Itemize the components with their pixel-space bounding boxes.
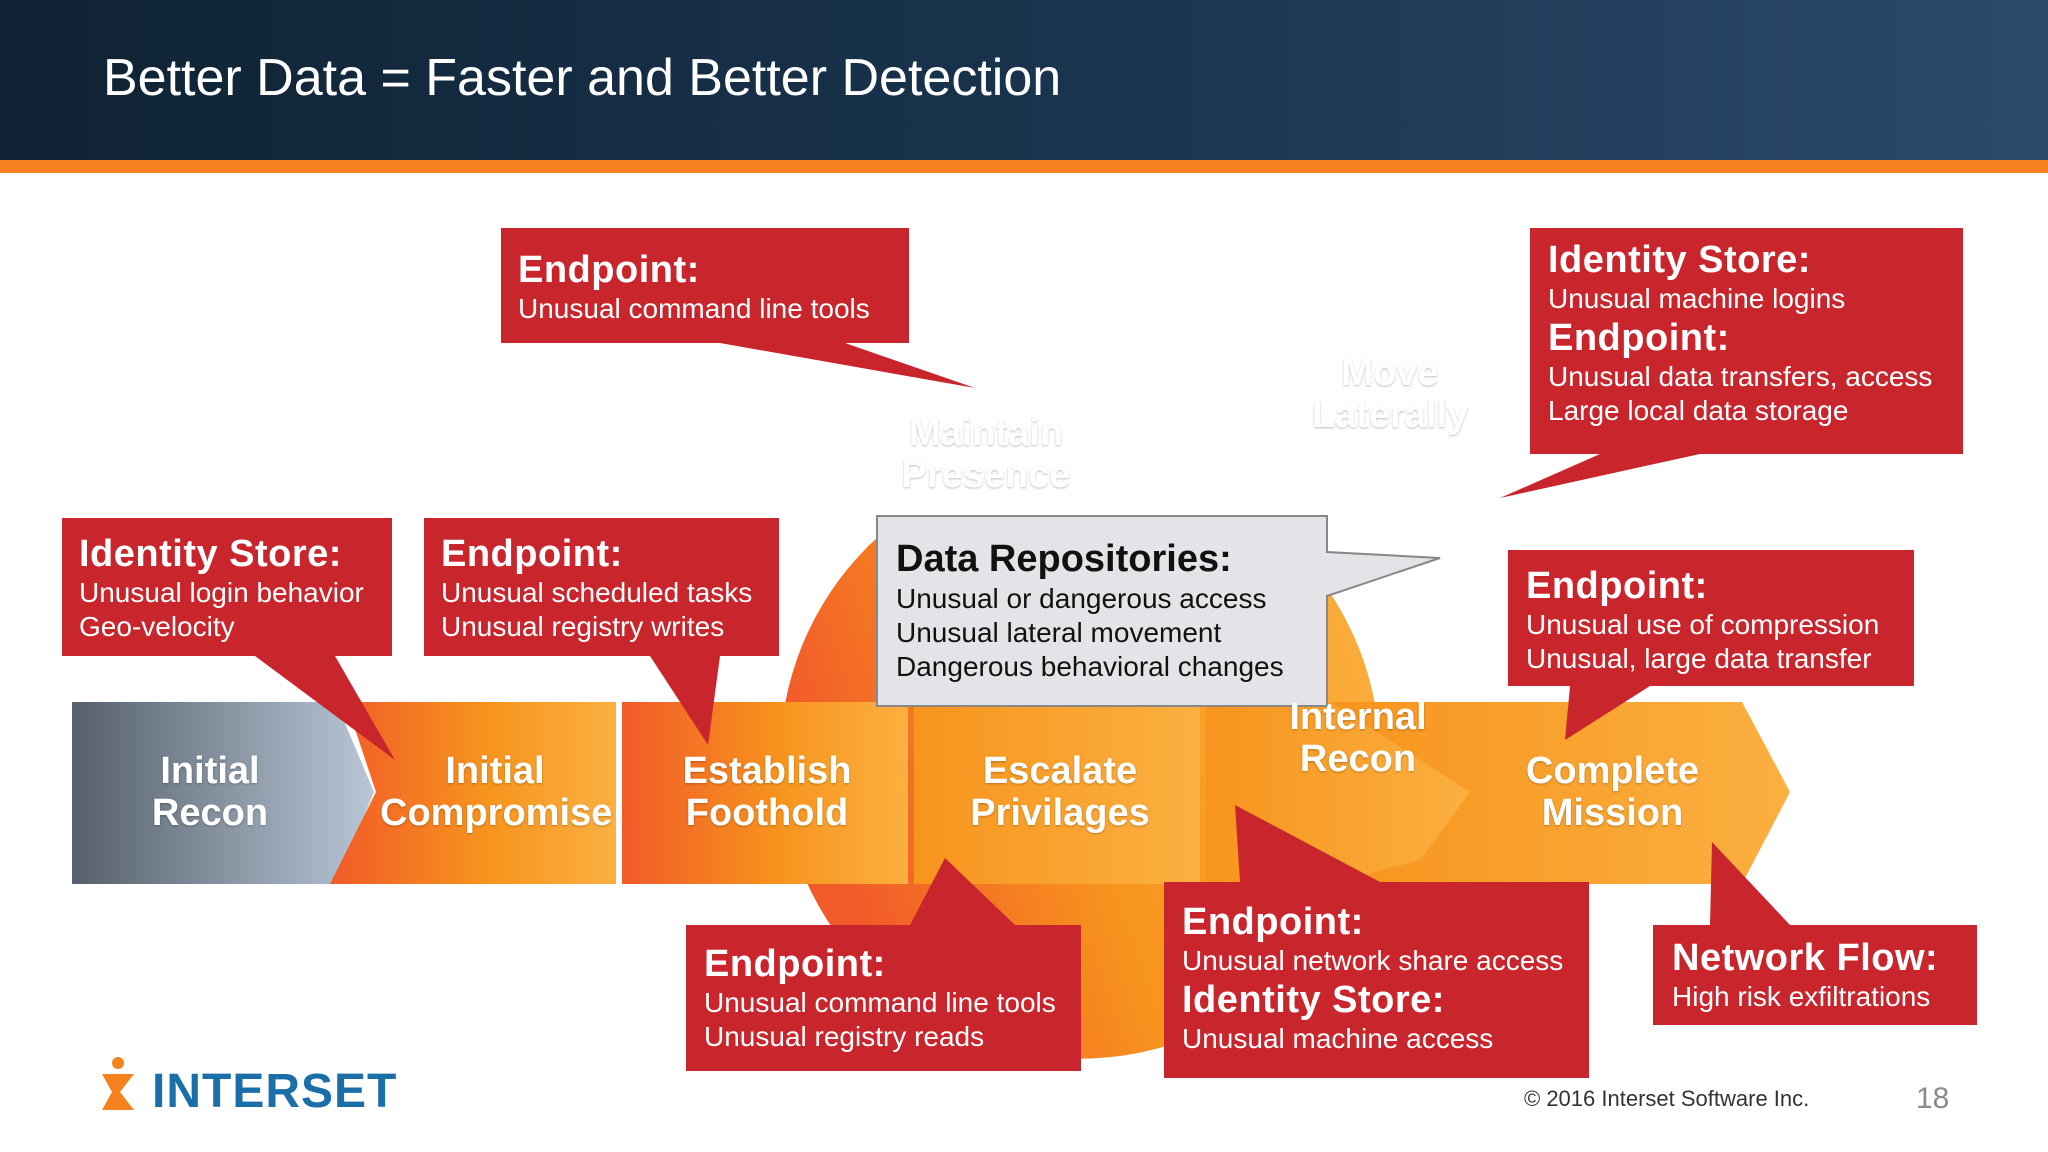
callout-right-endpoint-shape (1508, 550, 1914, 740)
header-accent-stripe (0, 160, 2048, 173)
callout-left-identity: Identity Store: Unusual login behavior G… (79, 533, 364, 642)
ring-divider-top (1145, 220, 1185, 396)
data-repositories-callout: Data Repositories: Unusual or dangerous … (896, 538, 1284, 682)
callout-top-right: Identity Store: Unusual machine logins E… (1548, 239, 1933, 426)
callout-bottom-right: Network Flow: High risk exfiltrations (1672, 937, 1939, 1012)
copyright-notice: © 2016 Interset Software Inc. (1524, 1086, 1810, 1111)
stage-initial-compromise-shape (330, 702, 616, 884)
callout-right-endpoint: Endpoint: Unusual use of compression Unu… (1526, 565, 1880, 674)
ring-divider-right (1353, 583, 1498, 645)
callout-top-right-shape (1500, 228, 1963, 498)
callout-bottom-mid-shape (1164, 805, 1589, 1078)
callout-bottom-left-shape (686, 858, 1081, 1071)
callout-top-left: Endpoint: Unusual command line tools (518, 249, 870, 324)
slide-title: Better Data = Faster and Better Detectio… (103, 49, 1062, 107)
callout-left-identity-shape (62, 518, 395, 760)
callout-left-endpoint-shape (424, 518, 779, 745)
callout-left-endpoint: Endpoint: Unusual scheduled tasks Unusua… (441, 533, 753, 642)
stage-complete-mission-shape (1330, 702, 1790, 884)
interset-logo: INTERSET (152, 1065, 398, 1118)
callout-bottom-mid: Endpoint: Unusual network share access I… (1182, 901, 1564, 1054)
repositories-callout-shape (876, 515, 1441, 707)
callout-top-left-shape (501, 228, 975, 388)
page-number: 18 (1916, 1082, 1950, 1115)
stage-escalate-privilages-shape (914, 702, 1200, 884)
stage-initial-recon-shape (72, 702, 374, 884)
callout-bottom-left: Endpoint: Unusual command line tools Unu… (704, 943, 1056, 1052)
interset-logo-icon (102, 1057, 134, 1110)
stage-establish-foothold-shape (622, 702, 908, 884)
callout-bottom-right-shape (1653, 842, 1977, 1025)
header-bar (0, 0, 2048, 160)
